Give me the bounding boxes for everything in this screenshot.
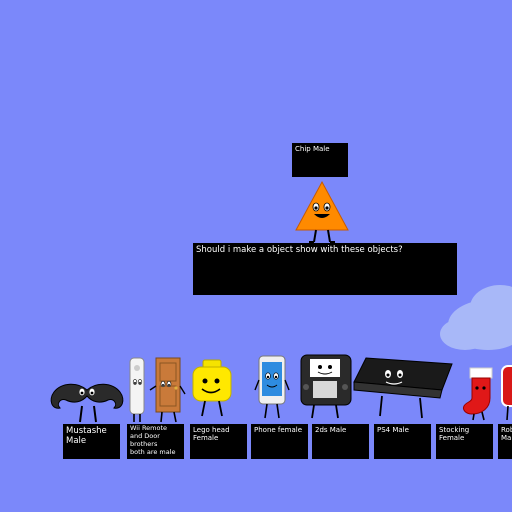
phone-character [254, 355, 290, 419]
character-label-2ds: 2ds Male [312, 424, 369, 459]
chip-character [295, 180, 349, 243]
character-label-stocking: Stocking Female [436, 424, 493, 459]
host-label: Chip Male [292, 143, 348, 177]
character-label-mustashe: Mustashe Male [63, 424, 120, 459]
2ds-character [300, 354, 352, 419]
mustashe-character [50, 383, 124, 423]
character-label-wii-door: Wii Remote and Door brothers both are ma… [127, 424, 184, 459]
character-label-lego-head: Lego head Female [190, 424, 247, 459]
character-label-rob: Rob Mal [498, 424, 512, 459]
door-character [149, 357, 186, 423]
character-label-ps4: PS4 Male [374, 424, 431, 459]
stocking-character [463, 367, 493, 421]
question-box: Should i make a object show with these o… [193, 243, 457, 295]
character-label-phone: Phone female [251, 424, 308, 459]
ps4-character [353, 357, 453, 419]
rob-character [501, 365, 512, 421]
wii-remote-character [129, 357, 145, 422]
lego-head-character [192, 359, 232, 417]
